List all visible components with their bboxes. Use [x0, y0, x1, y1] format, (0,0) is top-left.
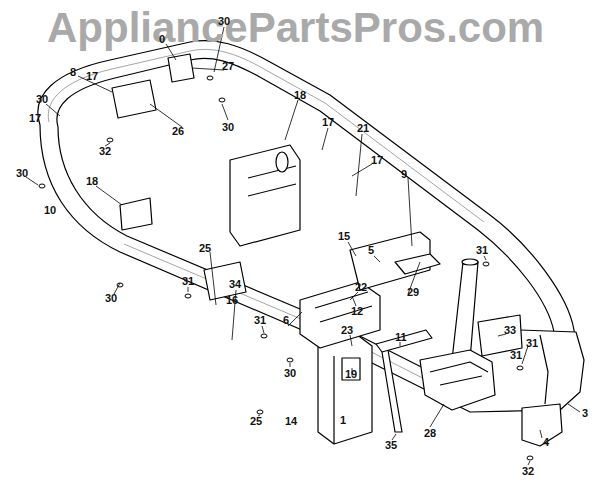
callout-number: 3	[582, 408, 588, 419]
callout-number: 23	[341, 325, 353, 336]
watermark: AppliancePartsPros.com	[47, 7, 544, 49]
callout-number: 31	[526, 338, 538, 349]
callout-number: 9	[401, 169, 407, 180]
callout-number: 8	[70, 67, 76, 78]
callout-number: 30	[105, 293, 117, 304]
callout-number: 17	[29, 113, 41, 124]
callout-number: 26	[172, 126, 184, 137]
callout-number: 30	[16, 168, 28, 179]
callout-number: 32	[522, 466, 534, 477]
callout-number: 6	[283, 315, 289, 326]
callout-number: 17	[371, 155, 383, 166]
callout-number: 25	[250, 416, 262, 427]
callout-number: 22	[355, 282, 367, 293]
callout-number: 35	[385, 440, 397, 451]
callout-number: 5	[368, 245, 374, 256]
callout-number: 31	[254, 315, 266, 326]
callout-number: 32	[99, 146, 111, 157]
callout-number: 10	[44, 205, 56, 216]
callout-number: 34	[229, 279, 241, 290]
callout-number: 14	[285, 416, 297, 427]
callout-number: 30	[222, 122, 234, 133]
callout-number: 31	[182, 276, 194, 287]
callout-number: 15	[338, 231, 350, 242]
callout-number: 33	[504, 325, 516, 336]
callout-number: 17	[86, 71, 98, 82]
callout-number: 27	[222, 61, 234, 72]
callout-number: 18	[294, 90, 306, 101]
callout-number: 12	[351, 306, 363, 317]
callout-number: 28	[424, 428, 436, 439]
callout-number: 16	[226, 295, 238, 306]
callout-number: 30	[36, 94, 48, 105]
callout-number: 11	[395, 332, 407, 343]
callout-number: 25	[199, 243, 211, 254]
callout-number: 30	[284, 368, 296, 379]
callout-number: 21	[357, 123, 369, 134]
callout-number: 30	[218, 16, 230, 27]
callout-number: 31	[510, 350, 522, 361]
callout-number: 19	[345, 369, 357, 380]
callout-number: 31	[476, 245, 488, 256]
callout-number: 1	[340, 415, 346, 426]
callout-number: 29	[407, 287, 419, 298]
callout-number: 0	[159, 34, 165, 45]
callout-number: 4	[543, 437, 549, 448]
callout-number: 17	[322, 117, 334, 128]
callout-number: 18	[86, 176, 98, 187]
